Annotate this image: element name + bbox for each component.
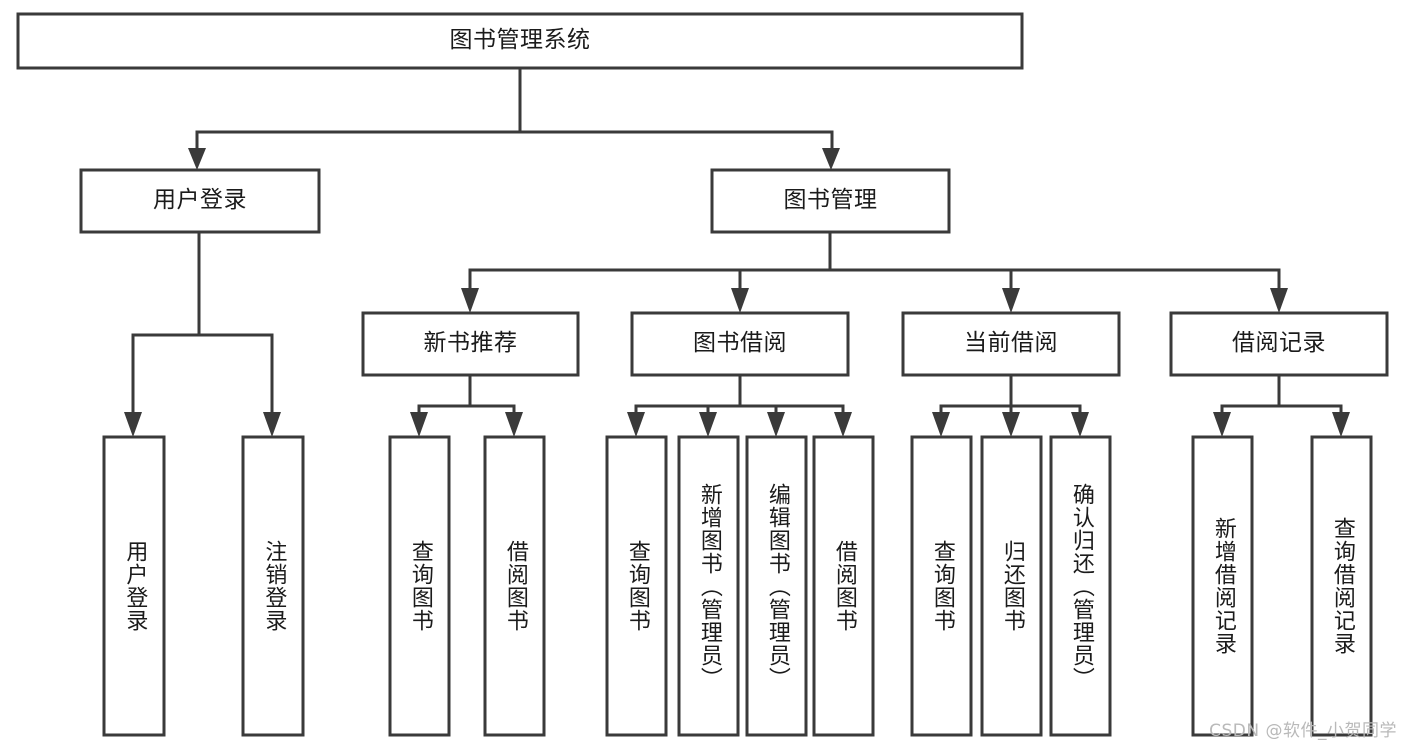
arrowhead-new-book-rec bbox=[461, 288, 479, 313]
node-current-borrow-box[interactable] bbox=[901, 311, 1121, 377]
leaf-box-query-book-3[interactable] bbox=[910, 435, 973, 737]
node-root-box[interactable] bbox=[16, 12, 1024, 70]
arrowhead-leaf-add-book bbox=[699, 412, 717, 437]
connector-book-borrow-to-leaves bbox=[634, 373, 845, 417]
leaf-box-borrow-book-2[interactable] bbox=[812, 435, 875, 737]
leaf-box-query-book-1[interactable] bbox=[388, 435, 451, 737]
arrowhead-leaf-confirm-return bbox=[1071, 412, 1089, 437]
arrowhead-user-login bbox=[188, 148, 206, 170]
arrowhead-leaf-borrow-book-1 bbox=[505, 412, 523, 437]
connector-root-to-level2 bbox=[195, 66, 834, 152]
node-user-login-box[interactable] bbox=[79, 168, 321, 234]
arrowhead-leaf-edit-book bbox=[767, 412, 785, 437]
leaf-box-return-book[interactable] bbox=[980, 435, 1043, 737]
leaf-box-confirm-return[interactable] bbox=[1049, 435, 1112, 737]
arrowhead-leaf-user-login bbox=[124, 412, 142, 437]
leaf-box-borrow-book-1[interactable] bbox=[483, 435, 546, 737]
leaf-box-user-login[interactable] bbox=[102, 435, 166, 737]
arrowhead-leaf-return-book bbox=[1002, 412, 1020, 437]
arrowhead-borrow-record bbox=[1270, 288, 1288, 313]
connector-current-borrow-to-leaves bbox=[939, 373, 1082, 417]
leaf-box-add-record[interactable] bbox=[1191, 435, 1254, 737]
connector-user-login-to-leaves bbox=[131, 230, 274, 417]
arrowhead-book-borrow bbox=[731, 288, 749, 313]
leaf-box-edit-book[interactable] bbox=[745, 435, 808, 737]
connector-new-book-rec-to-leaves bbox=[417, 373, 516, 417]
leaf-box-add-book[interactable] bbox=[677, 435, 740, 737]
arrowhead-leaf-add-record bbox=[1213, 412, 1231, 437]
connector-book-manage-to-level3 bbox=[468, 230, 1281, 292]
leaf-box-query-book-2[interactable] bbox=[605, 435, 668, 737]
arrowhead-leaf-query-book-3 bbox=[932, 412, 950, 437]
node-new-book-rec-box[interactable] bbox=[361, 311, 580, 377]
connector-borrow-record-to-leaves bbox=[1220, 373, 1343, 417]
arrowhead-leaf-logout bbox=[263, 412, 281, 437]
arrowhead-leaf-query-book-1 bbox=[410, 412, 428, 437]
leaf-box-query-record[interactable] bbox=[1310, 435, 1373, 737]
arrowhead-leaf-query-book-2 bbox=[627, 412, 645, 437]
node-book-manage-box[interactable] bbox=[710, 168, 951, 234]
arrowhead-current-borrow bbox=[1002, 288, 1020, 313]
node-book-borrow-box[interactable] bbox=[630, 311, 850, 377]
leaf-box-logout[interactable] bbox=[241, 435, 305, 737]
arrowhead-book-manage bbox=[822, 148, 840, 170]
arrowhead-leaf-borrow-book-2 bbox=[834, 412, 852, 437]
arrowhead-leaf-query-record bbox=[1332, 412, 1350, 437]
node-borrow-record-box[interactable] bbox=[1169, 311, 1389, 377]
